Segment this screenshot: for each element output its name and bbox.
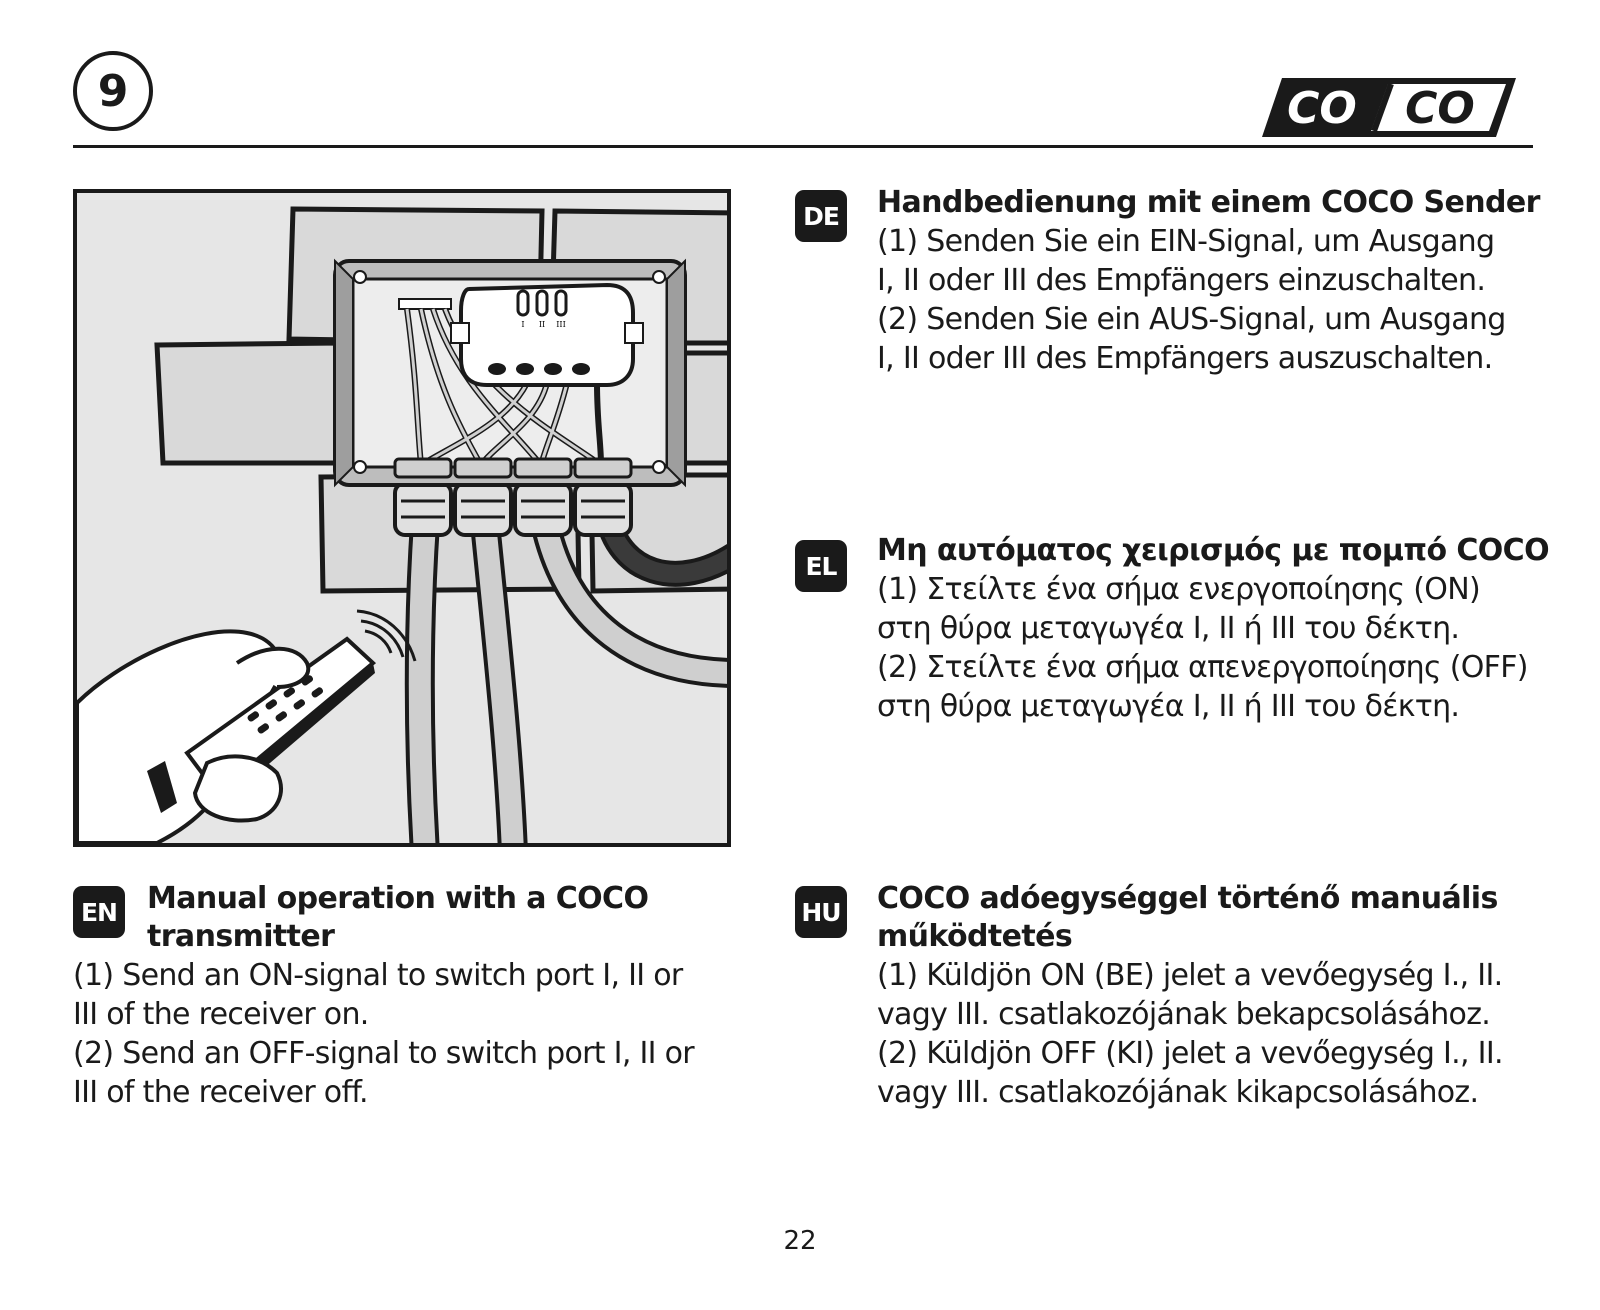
section-title: működtetés (877, 919, 1073, 954)
header-rule (73, 145, 1533, 148)
signal-waves-icon (356, 609, 417, 662)
language-badge-hu: HU (795, 886, 847, 938)
badge-label: EL (805, 551, 837, 581)
receiver-port-label: II (539, 320, 545, 329)
step-number: 9 (97, 65, 129, 117)
receiver-port-label: III (556, 320, 565, 329)
instruction-line: (2) Send an OFF-signal to switch port I,… (73, 1036, 695, 1071)
cable-glands (393, 481, 633, 537)
badge-label: DE (803, 201, 840, 231)
installation-illustration: I II III (73, 189, 731, 847)
instruction-line: I, II oder III des Empfängers auszuschal… (877, 341, 1493, 376)
instruction-line: (2) Στείλτε ένα σήμα απενεργοποίησης (OF… (877, 650, 1528, 685)
badge-label: HU (801, 897, 841, 927)
instruction-line: III of the receiver off. (73, 1075, 369, 1110)
wall-box-remote-drawing: I II III (77, 206, 727, 843)
instruction-line: III of the receiver on. (73, 997, 369, 1032)
section-de: DE Handbedienung mit einem COCO Sender (… (795, 184, 1555, 378)
logo-text-right: CO (1405, 83, 1475, 134)
instruction-line: (2) Senden Sie ein AUS-Signal, um Ausgan… (877, 302, 1506, 337)
instruction-line: (2) Küldjön OFF (KI) jelet a vevőegység … (877, 1036, 1503, 1071)
section-en: EN Manual operation with a COCO transmit… (73, 880, 753, 1112)
instruction-line: vagy III. csatlakozójának bekapcsolásáho… (877, 997, 1491, 1032)
section-title: Manual operation with a COCO (147, 881, 649, 916)
section-title: Μη αυτόματος χειρισμός με πομπό COCO (877, 533, 1550, 568)
section-title: COCO adóegységgel történő manuális (877, 881, 1498, 916)
section-title: Handbedienung mit einem COCO Sender (877, 185, 1540, 220)
section-title: transmitter (147, 919, 335, 954)
instruction-line: στη θύρα μεταγωγέα I, II ή III του δέκτη… (877, 689, 1460, 724)
instruction-line: (1) Senden Sie ein EIN-Signal, um Ausgan… (877, 224, 1495, 259)
badge-label: EN (80, 897, 118, 927)
instruction-line: (1) Send an ON-signal to switch port I, … (73, 958, 683, 993)
page-number: 22 (783, 1226, 817, 1256)
instruction-line: I, II oder III des Empfängers einzuschal… (877, 263, 1486, 298)
receiver-port-label: I (521, 320, 524, 329)
instruction-line: vagy III. csatlakozójának kikapcsolásáho… (877, 1075, 1479, 1110)
junction-box: I II III (333, 258, 687, 488)
receiver-module: I II III (450, 282, 644, 387)
section-el: EL Μη αυτόματος χειρισμός με πομπό COCO … (795, 532, 1575, 726)
section-hu: HU COCO adóegységgel történő manuális mű… (795, 880, 1555, 1112)
instruction-line: (1) Στείλτε ένα σήμα ενεργοποίησης (ON) (877, 572, 1481, 607)
logo-text-left: CO (1287, 83, 1357, 134)
language-badge-el: EL (795, 540, 847, 592)
language-badge-en: EN (73, 886, 125, 938)
instruction-line: (1) Küldjön ON (BE) jelet a vevőegység I… (877, 958, 1503, 993)
instruction-line: στη θύρα μεταγωγέα I, II ή III του δέκτη… (877, 611, 1460, 646)
coco-logo: CO CO (1262, 78, 1516, 137)
step-number-badge: 9 (73, 51, 153, 131)
hand-with-remote (77, 629, 377, 843)
language-badge-de: DE (795, 190, 847, 242)
